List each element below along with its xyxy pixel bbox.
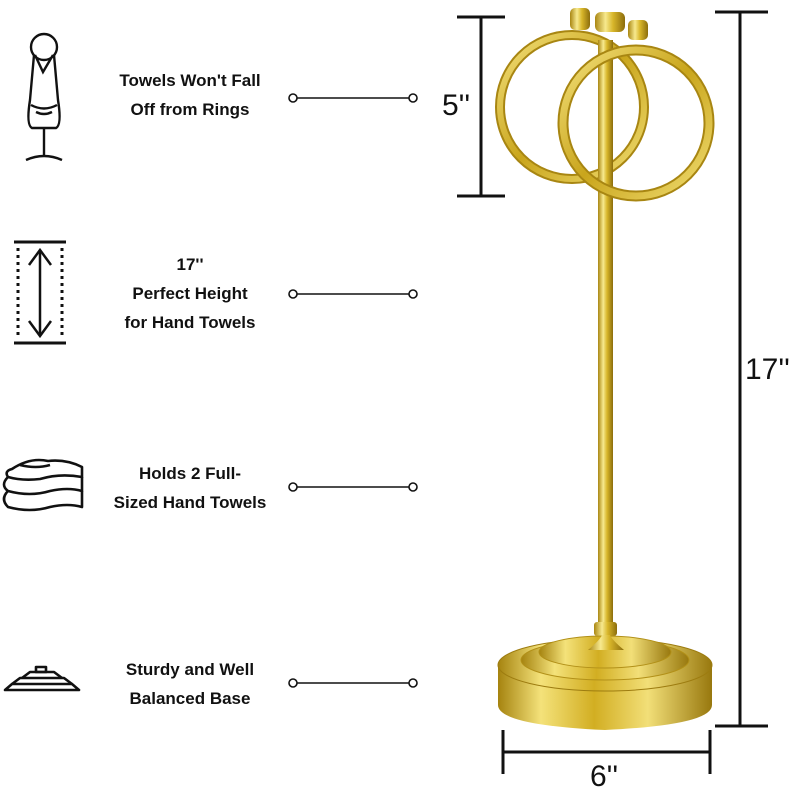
- feature-1-connector: [288, 93, 418, 103]
- feature-4-text: Sturdy and Well Balanced Base: [125, 660, 255, 708]
- feature-1-text: Towels Won't Fall Off from Rings: [119, 71, 261, 119]
- folded-towels-icon: [2, 458, 84, 512]
- base-icon: [3, 665, 81, 692]
- feature-3-text: Holds 2 Full- Sized Hand Towels: [113, 464, 267, 512]
- ring-dimension-label: 5'': [442, 89, 471, 122]
- base-dimension-label: 6'': [590, 760, 619, 793]
- feature-3-connector: [288, 482, 418, 492]
- height-dimension-label: 17'': [745, 353, 790, 386]
- feature-2-text: 17'' Perfect Height for Hand Towels: [124, 255, 256, 332]
- feature-2-connector: [288, 289, 418, 299]
- towel-on-ring-icon: [25, 32, 63, 162]
- feature-4-connector: [288, 678, 418, 688]
- height-arrow-icon: [14, 240, 66, 345]
- stand-base: [497, 635, 713, 730]
